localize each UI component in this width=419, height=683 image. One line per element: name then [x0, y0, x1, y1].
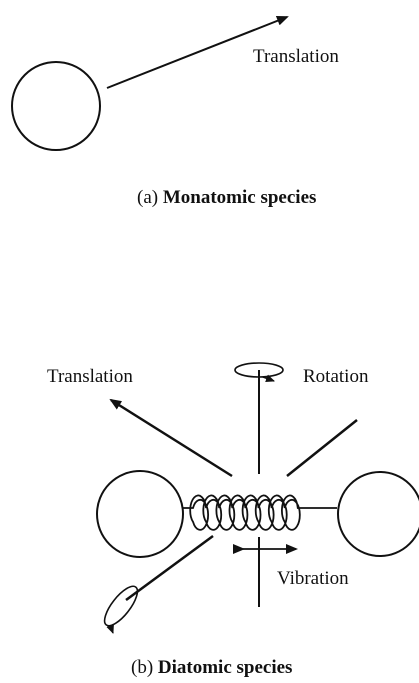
panel-a: Translation (a) Monatomic species [12, 17, 339, 208]
translation-arrow-b [111, 400, 232, 476]
translation-label-a: Translation [253, 46, 339, 67]
panel-b: Translation Rotation Vibration (b) Diato… [47, 363, 419, 678]
diatomic-atom-right [338, 472, 419, 556]
caption-a: (a) Monatomic species [137, 187, 316, 208]
spring-bond [183, 495, 337, 529]
caption-a-title: Monatomic species [163, 187, 317, 208]
monatomic-atom [12, 62, 100, 150]
diatomic-atom-left [97, 471, 183, 557]
translation-label-b: Translation [47, 366, 133, 387]
vibration-label: Vibration [277, 568, 349, 589]
caption-b-title: Diatomic species [158, 657, 293, 678]
caption-b-prefix: (b) [131, 657, 158, 678]
caption-b: (b) Diatomic species [131, 657, 292, 678]
axis-line-upper-right [287, 420, 357, 476]
rotation-arrow-lower-icon [99, 582, 143, 633]
caption-a-prefix: (a) [137, 187, 163, 208]
rotation-label: Rotation [303, 366, 369, 387]
